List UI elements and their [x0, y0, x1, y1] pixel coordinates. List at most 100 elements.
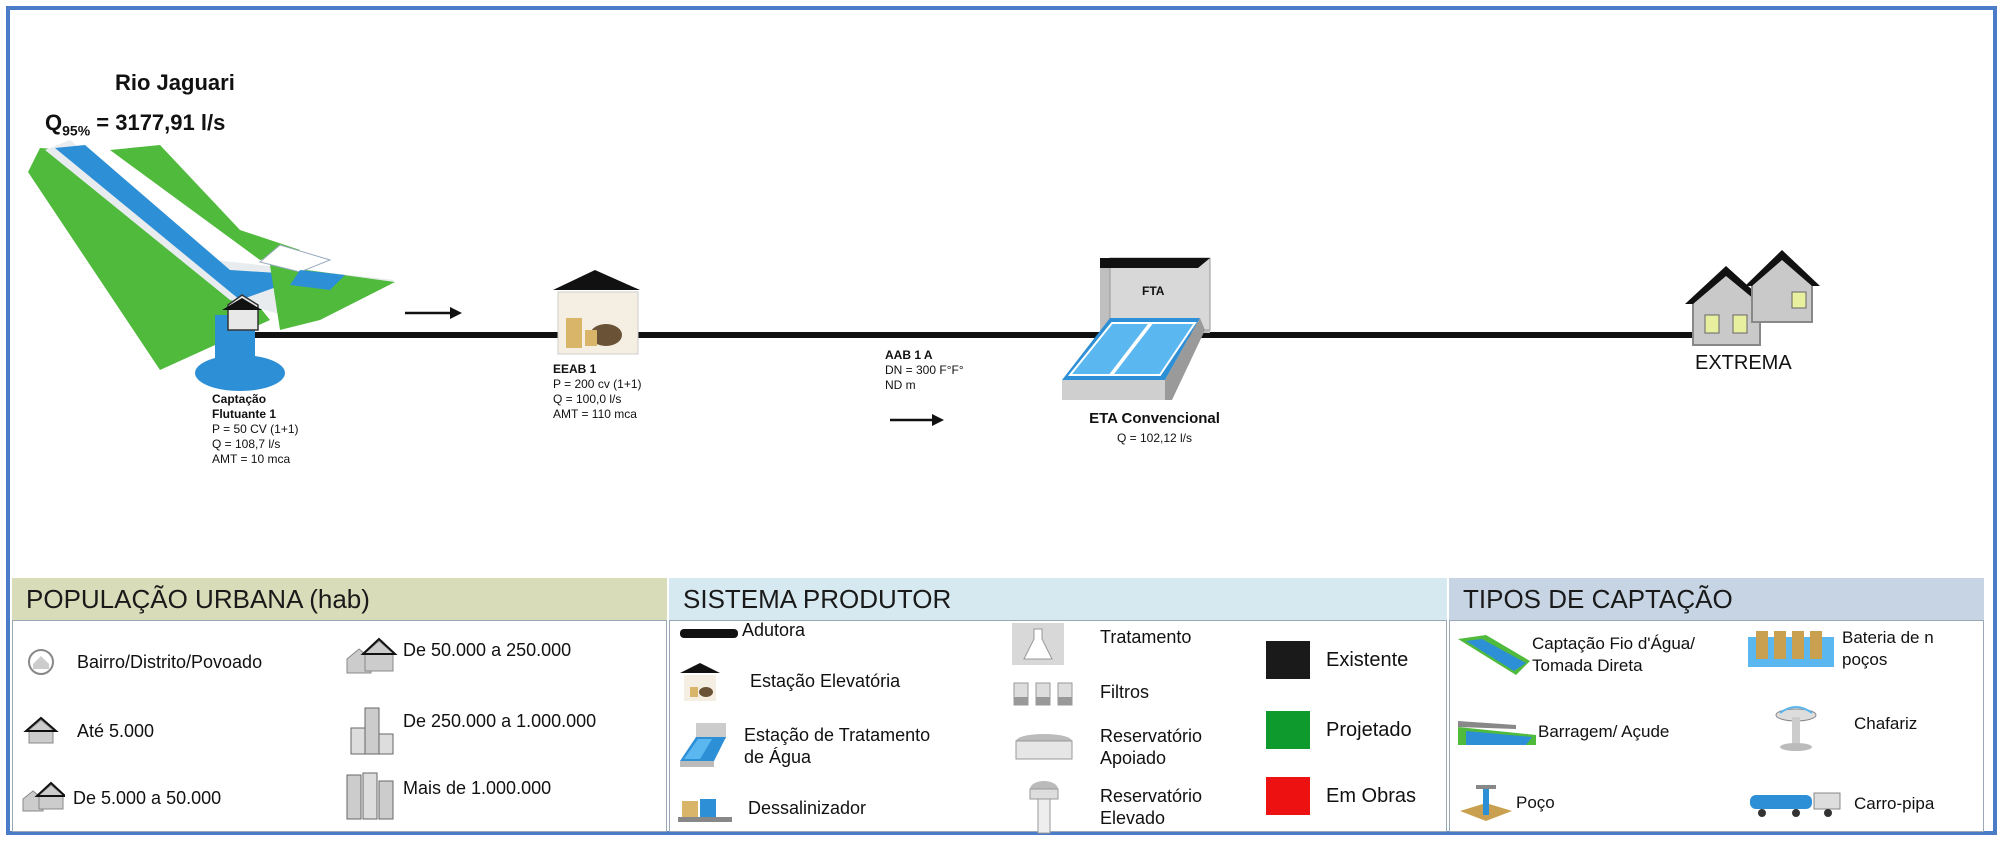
legend-tipos: Captação Fio d'Água/ Tomada Direta Barra…: [1449, 620, 1984, 832]
legend-label: Chafariz: [1854, 714, 1918, 733]
legend-label: De 250.000 a 1.000.000: [403, 711, 597, 731]
river-flow-symbol: Q: [45, 110, 63, 135]
legend-item-desalinator: Dessalinizador: [678, 793, 866, 823]
village-icon: [28, 649, 54, 675]
river-name: Rio Jaguari: [115, 70, 235, 95]
legend-label: Projetado: [1326, 719, 1412, 741]
legend-item-elevated-reservoir: Reservatório Elevado: [1012, 779, 1240, 835]
legend-item-fountain: Chafariz: [1766, 705, 1917, 753]
legend-item-village: Bairro/Distrito/Povoado: [23, 646, 262, 678]
legend-item-pump-station: Estação Elevatória: [678, 659, 900, 703]
legend-item-town: De 50.000 a 250.000: [343, 635, 571, 675]
legend-item-flask: Tratamento: [1012, 623, 1191, 665]
legend-status-projetado: Projetado: [1266, 711, 1412, 749]
legend-label: Existente: [1326, 649, 1409, 671]
legend-header-sistema: SISTEMA PRODUTOR: [669, 578, 1447, 620]
legend-label: Carro-pipa: [1854, 794, 1935, 813]
legend-label: Estação Elevatória: [750, 671, 901, 691]
legend-label: Mais de 1.000.000: [403, 778, 552, 798]
eta-badge: FTA: [1142, 284, 1165, 298]
status-swatch-existente: [1266, 641, 1310, 679]
eeab-power: P = 200 cv (1+1): [553, 377, 642, 391]
pipeline-icon: [680, 629, 738, 638]
aab-label: AAB 1 A DN = 300 F°F° ND m: [885, 348, 964, 393]
legend-header-tipos: TIPOS DE CAPTAÇÃO: [1449, 578, 1984, 620]
river-intake-icon: [1458, 635, 1530, 675]
legend-item-well: Poço: [1456, 781, 1555, 825]
legend-item-dam: Barragem/ Açude: [1456, 715, 1669, 749]
captacao-power: P = 50 CV (1+1): [212, 422, 299, 436]
legend-item-ground-reservoir: Reservatório Apoiado: [1012, 725, 1240, 769]
elevated-reservoir-icon: [1029, 781, 1059, 834]
legend-label: Poço: [1516, 793, 1555, 812]
legend-label: Bairro/Distrito/Povoado: [77, 652, 263, 672]
aab-title: AAB 1 A: [885, 348, 933, 362]
filters-icon: [1013, 682, 1073, 706]
legend-label: Bateria de n poços: [1842, 628, 1934, 669]
treatment-plant-icon: [1062, 257, 1211, 400]
treatment-plant-icon: [680, 723, 726, 767]
legend-label: De 50.000 a 250.000: [403, 640, 572, 660]
legend-item-filters: Filtros: [1012, 679, 1149, 709]
legend-label: Filtros: [1100, 682, 1149, 702]
fountain-icon: [1775, 706, 1817, 751]
eta-label: ETA Convencional Q = 102,12 l/s: [1062, 410, 1247, 446]
city-houses-icon: [1685, 250, 1820, 346]
well-battery-icon: [1748, 631, 1834, 667]
legend-label: Captação Fio d'Água/ Tomada Direta: [1532, 634, 1695, 675]
ground-reservoir-icon: [1015, 734, 1073, 760]
flask-icon: [1012, 623, 1064, 665]
captacao-flow: Q = 108,7 l/s: [212, 437, 281, 451]
aab-nd: ND m: [885, 378, 916, 392]
legend-label: Até 5.000: [77, 721, 155, 741]
status-swatch-projetado: [1266, 711, 1310, 749]
city-name: EXTREMA: [1695, 352, 1792, 374]
legend-label: Tratamento: [1100, 627, 1192, 647]
diagram-graphics: [28, 140, 1820, 426]
aab-dn: DN = 300 F°F°: [885, 363, 964, 377]
legend-item-well-battery: Bateria de n poços: [1746, 627, 1952, 671]
well-icon: [1460, 785, 1512, 821]
legend-status-em-obras: Em Obras: [1266, 777, 1416, 815]
legend-item-river-intake: Captação Fio d'Água/ Tomada Direta: [1456, 631, 1712, 679]
legend-header-populacao: POPULAÇÃO URBANA (hab): [12, 578, 667, 620]
flow-arrow-icon-2: [890, 414, 944, 426]
desalinator-icon: [678, 799, 732, 822]
eeab-flow: Q = 100,0 l/s: [553, 392, 622, 406]
captacao-title2: Flutuante 1: [212, 407, 277, 421]
legend: POPULAÇÃO URBANA (hab) Bairro/Distrito/P…: [12, 578, 1984, 836]
legend-label: Reservatório Elevado: [1100, 786, 1203, 828]
legend-status-existente: Existente: [1266, 641, 1408, 679]
eta-title: ETA Convencional: [1089, 410, 1220, 427]
legend-item-pipeline: Adutora: [678, 620, 805, 641]
captacao-title1: Captação: [212, 392, 267, 406]
legend-label: De 5.000 a 50.000: [73, 788, 222, 808]
small-house-icon: [23, 716, 59, 744]
eta-flow: Q = 102,12 l/s: [1116, 431, 1193, 445]
legend-item-city: De 250.000 a 1.000.000: [343, 706, 596, 758]
legend-item-metropolis: Mais de 1.000.000: [343, 771, 551, 823]
captacao-label: Captação Flutuante 1 P = 50 CV (1+1) Q =…: [212, 392, 299, 467]
river-flow-value: = 3177,91 l/s: [90, 110, 226, 135]
legend-sistema: Adutora Estação Elevatória Estação de Tr…: [669, 620, 1447, 835]
legend-label: Adutora: [742, 620, 806, 640]
eeab-amt: AMT = 110 mca: [553, 407, 637, 421]
town-icon: [346, 637, 398, 674]
legend-item-tank-truck: Carro-pipa: [1746, 789, 1934, 819]
legend-item-treatment-plant: Estação de Tratamento de Água: [678, 721, 934, 771]
dam-icon: [1458, 721, 1536, 745]
diagram-frame: [6, 6, 1997, 835]
status-swatch-em-obras: [1266, 777, 1310, 815]
legend-label: Em Obras: [1326, 785, 1417, 807]
tank-truck-icon: [1750, 792, 1841, 817]
river-flow: Q95% = 3177,91 l/s: [45, 110, 225, 138]
river-flow-subscript: 95%: [62, 122, 91, 139]
legend-label: Dessalinizador: [748, 798, 867, 818]
captacao-amt: AMT = 10 mca: [212, 452, 291, 466]
houses-icon: [22, 781, 65, 812]
city-icon: [350, 707, 394, 755]
metropolis-icon: [346, 772, 394, 820]
legend-label: Estação de Tratamento de Água: [744, 725, 931, 767]
pump-station-icon: [553, 270, 640, 355]
legend-item-houses: De 5.000 a 50.000: [19, 781, 221, 815]
